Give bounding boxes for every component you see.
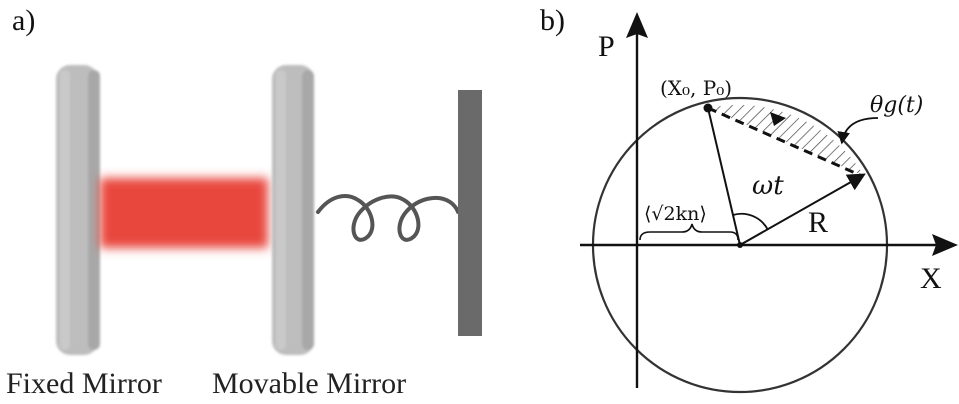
phase-label: θg(t) [870, 93, 923, 118]
panel-a-label: a) [12, 4, 35, 37]
arc-direction-arrow [770, 112, 786, 126]
p-axis-arrowhead [626, 12, 648, 38]
center-point [737, 242, 743, 248]
panel-b: b) X P (X₀, P₀) ωt R ⟨√2kn⟩ θg [540, 4, 958, 394]
radius-label: R [808, 206, 828, 239]
fixed-mirror [56, 65, 100, 355]
angle-label: ωt [752, 171, 784, 201]
initial-point [703, 103, 713, 113]
phase-pointer-arrow [837, 117, 879, 145]
offset-label: ⟨√2kn⟩ [644, 203, 707, 225]
initial-point-label: (X₀, P₀) [660, 76, 732, 100]
wall [458, 90, 482, 336]
x-axis-arrowhead [932, 234, 958, 256]
hatched-region [708, 104, 864, 176]
movable-mirror-caption: Movable Mirror [212, 367, 406, 400]
radius-vector [739, 173, 866, 246]
spring [316, 194, 460, 242]
panel-a: a) Fixed Mirror Movable Mirror [6, 4, 482, 400]
x-axis-label: X [920, 262, 942, 295]
fixed-mirror-caption: Fixed Mirror [6, 367, 162, 400]
angle-arc [732, 212, 769, 231]
movable-mirror [272, 65, 314, 355]
offset-brace [639, 223, 739, 241]
radius-to-initial-point [707, 107, 741, 246]
p-axis-label: P [598, 30, 615, 63]
laser-beam [100, 178, 268, 248]
panel-b-label: b) [540, 4, 565, 37]
dashed-chord [707, 106, 863, 178]
